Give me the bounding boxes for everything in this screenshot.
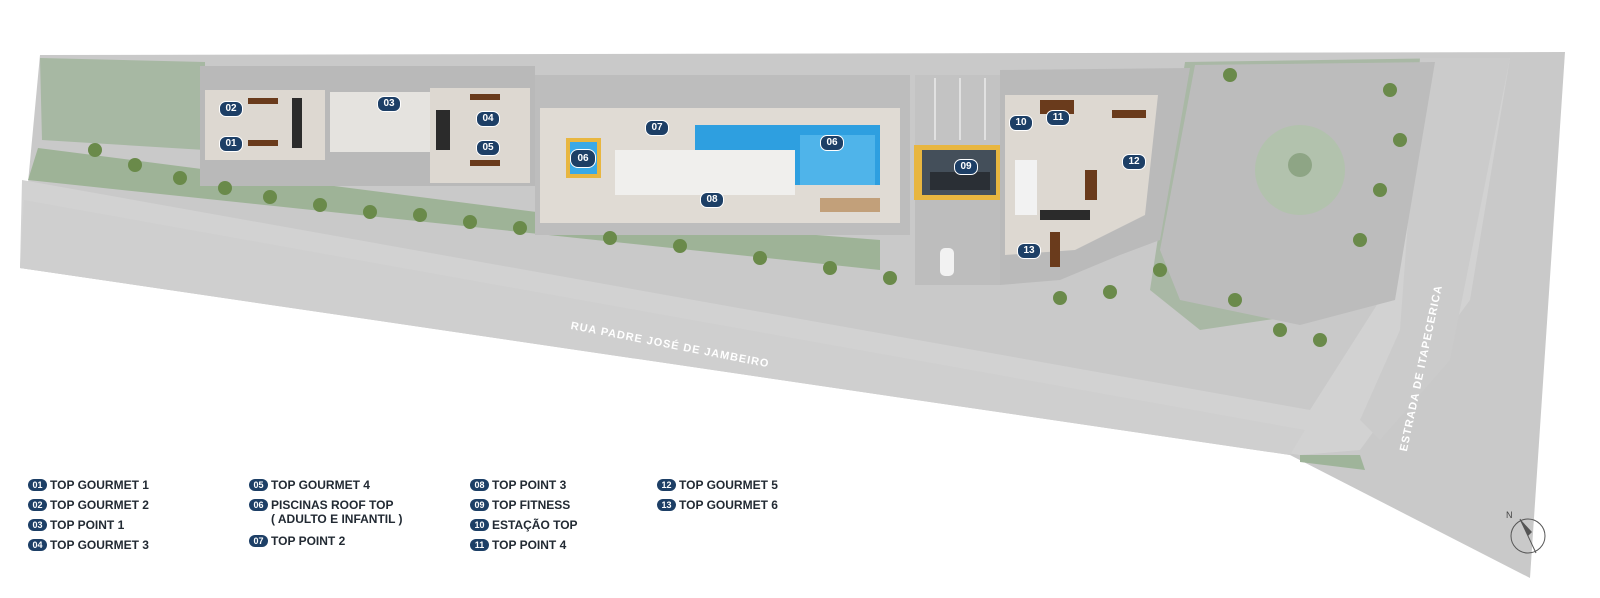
- roundabout-center: [1288, 153, 1312, 177]
- marker-10: 10: [1009, 115, 1033, 131]
- legend-label: TOP GOURMET 1: [50, 478, 149, 492]
- legend-badge: 04: [28, 539, 47, 551]
- marker-09: 09: [954, 159, 978, 175]
- legend-badge: 01: [28, 479, 47, 491]
- legend-badge: 12: [657, 479, 676, 491]
- legend-badge: 07: [249, 535, 268, 547]
- marker-12: 12: [1122, 154, 1146, 170]
- legend-label: TOP GOURMET 2: [50, 498, 149, 512]
- legend-label: TOP POINT 1: [50, 518, 125, 532]
- marker-04: 04: [476, 111, 500, 127]
- legend-label: TOP GOURMET 5: [679, 478, 778, 492]
- street-side: [1360, 58, 1510, 440]
- compass-north-label: N: [1506, 510, 1513, 520]
- marker-07: 07: [645, 120, 669, 136]
- legend-label: TOP POINT 2: [271, 534, 346, 548]
- legend-badge: 06: [249, 499, 268, 511]
- legend-label: TOP GOURMET 6: [679, 498, 778, 512]
- street-trees: [88, 68, 1407, 347]
- legend-label: TOP FITNESS: [492, 498, 571, 512]
- grass-southeast: [1300, 455, 1365, 470]
- legend-label: ESTAÇÃO TOP: [492, 518, 578, 532]
- legend-label: TOP GOURMET 4: [271, 478, 370, 492]
- legend-label: PISCINAS ROOF TOP ( ADULTO E INFANTIL ): [271, 498, 403, 526]
- legend-label: TOP POINT 4: [492, 538, 567, 552]
- legend-label: TOP GOURMET 3: [50, 538, 149, 552]
- marker-11: 11: [1046, 110, 1070, 126]
- legend-badge: 02: [28, 499, 47, 511]
- driveway: [915, 200, 1000, 285]
- legend-badge: 11: [470, 539, 489, 551]
- legend-badge: 10: [470, 519, 489, 531]
- marker-05: 05: [476, 140, 500, 156]
- grass-strip-north: [40, 58, 205, 150]
- marker-13: 13: [1017, 243, 1041, 259]
- marker-02: 02: [219, 101, 243, 117]
- street-main-inner: [20, 200, 1305, 455]
- deck-strip: [820, 198, 880, 212]
- marker-06-child-pool: 06: [570, 149, 596, 168]
- parking-center: [915, 75, 1000, 145]
- legend-badge: 09: [470, 499, 489, 511]
- marker-06-adult-pool: 06: [820, 135, 844, 151]
- legend-badge: 08: [470, 479, 489, 491]
- marker-08: 08: [700, 192, 724, 208]
- marker-01: 01: [219, 136, 243, 152]
- legend-label: TOP POINT 3: [492, 478, 567, 492]
- parked-car: [940, 248, 954, 276]
- compass-icon: N: [1506, 510, 1546, 554]
- legend-badge: 13: [657, 499, 676, 511]
- legend-badge: 05: [249, 479, 268, 491]
- legend-badge: 03: [28, 519, 47, 531]
- marker-03: 03: [377, 96, 401, 112]
